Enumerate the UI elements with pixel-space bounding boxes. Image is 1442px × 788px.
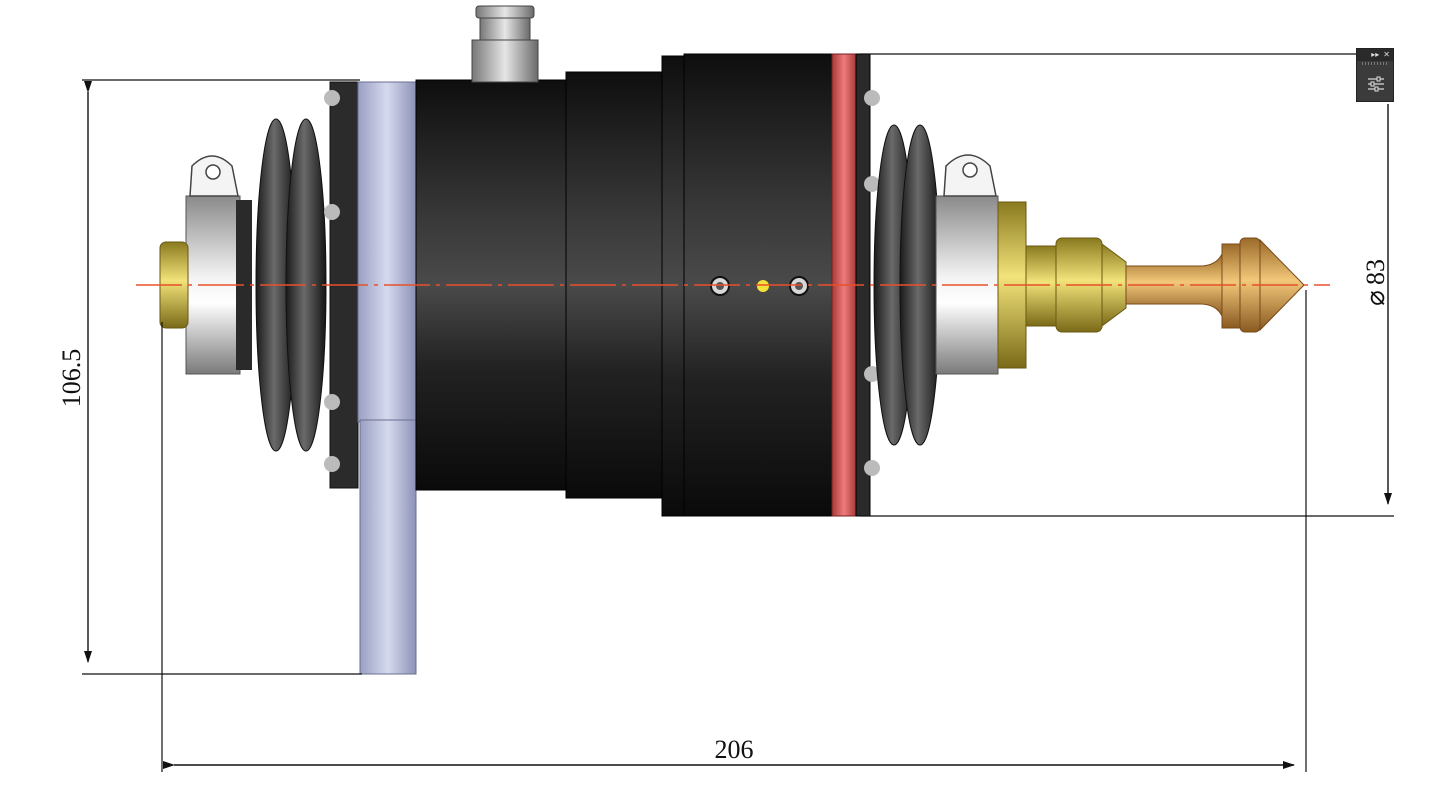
right-bellows-assembly	[864, 90, 1305, 476]
collapse-panel-button[interactable]: ▸▸	[1371, 50, 1380, 59]
length-dimension-label: 206	[715, 735, 754, 764]
panel-grip[interactable]	[1362, 62, 1388, 65]
sliders-icon[interactable]	[1366, 75, 1386, 93]
height-dimension	[82, 79, 362, 675]
mounting-flange	[357, 81, 417, 675]
close-panel-button[interactable]: ✕	[1383, 50, 1390, 59]
height-dimension-label: 106.5	[57, 349, 86, 408]
diameter-dimension-label: ⌀ 83	[1361, 259, 1390, 306]
length-dimension	[161, 290, 1307, 772]
air-fitting	[471, 5, 539, 83]
panel-titlebar[interactable]: ▸▸ ✕	[1357, 49, 1393, 61]
diameter-dimension	[860, 53, 1394, 517]
floating-tool-panel[interactable]: ▸▸ ✕	[1356, 48, 1394, 102]
diameter-symbol: ⌀	[1361, 290, 1390, 306]
diameter-value: 83	[1361, 259, 1390, 285]
